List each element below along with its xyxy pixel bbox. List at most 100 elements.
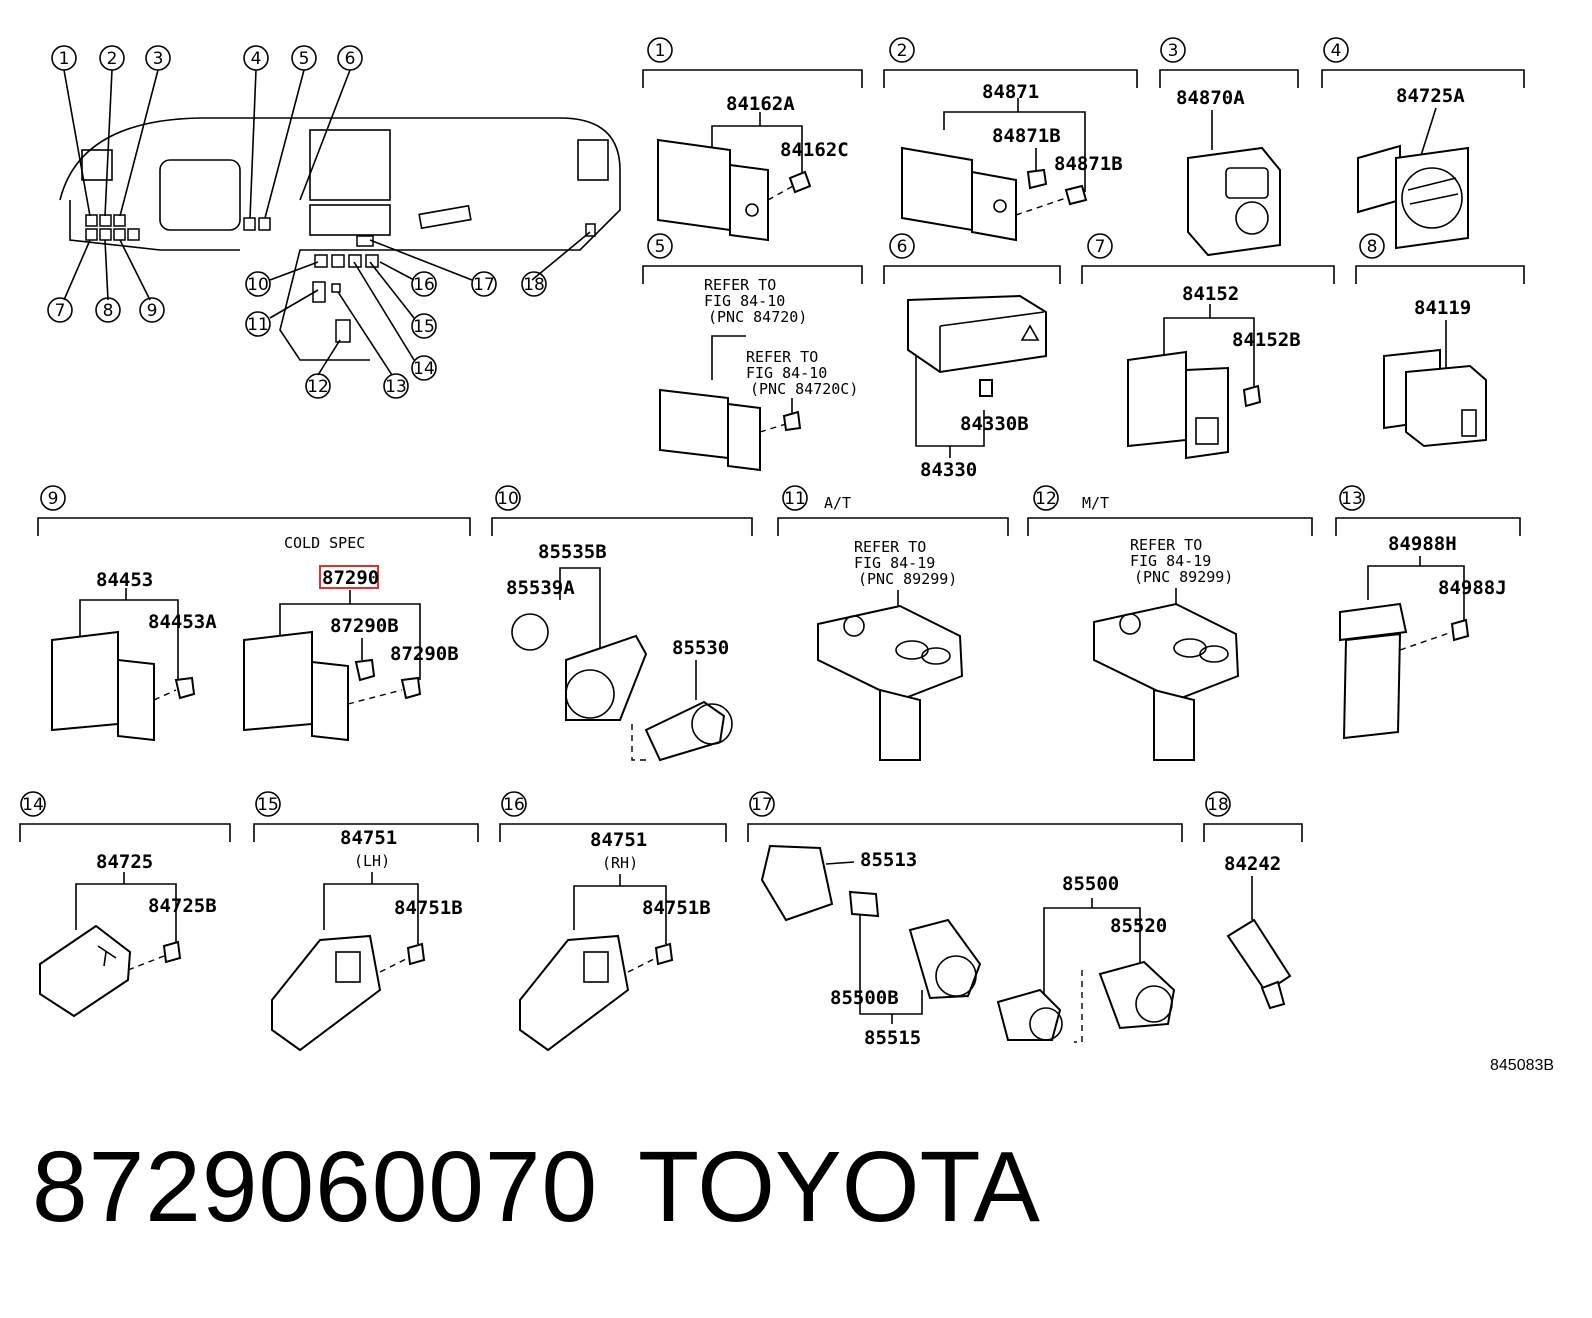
- overview-callout-circle-2: [99, 45, 125, 71]
- part-label-84988H: 84988H: [1388, 533, 1457, 555]
- part-label-85539A: 85539A: [506, 577, 575, 599]
- overview-callout-4: 4: [251, 49, 262, 69]
- overview-callout-circle-11: [245, 311, 271, 337]
- note-5-refer-b: REFER TO: [746, 348, 818, 366]
- section-1-number: 1: [655, 41, 666, 61]
- section-5-number: 5: [655, 237, 666, 257]
- section-3-number: 3: [1168, 41, 1179, 61]
- section-17: 85513 85500B 85515 85500 85520: [760, 844, 1176, 1049]
- overview-callout-circle-13: [383, 373, 409, 399]
- section-13-number: 13: [1341, 489, 1363, 509]
- part-label-84330B: 84330B: [960, 413, 1029, 435]
- highlight-box-87290: [319, 565, 379, 589]
- part-label-85520: 85520: [1110, 915, 1167, 937]
- section-16: 84751 (RH) 84751B: [519, 829, 711, 1052]
- note-12-pnc: (PNC 89299): [1134, 568, 1233, 586]
- part-label-87290B-b: 87290B: [390, 643, 459, 665]
- part-label-84162C: 84162C: [780, 139, 849, 161]
- part-label-84751B-lh: 84751B: [394, 897, 463, 919]
- overview-callout-circle-6: [337, 45, 363, 71]
- overview-callout-circle-15: [411, 313, 437, 339]
- overview-callout-8: 8: [103, 301, 114, 321]
- overview-callout-circle-3: [145, 45, 171, 71]
- overview-callout-18: 18: [523, 275, 545, 295]
- overview-callout-5: 5: [299, 49, 310, 69]
- side-label-lh: (LH): [354, 852, 390, 870]
- section-4-number: 4: [1331, 41, 1342, 61]
- section-11-number: 11: [784, 489, 806, 509]
- part-label-84751-rh: 84751: [590, 829, 647, 851]
- part-label-85535B: 85535B: [538, 541, 607, 563]
- section-18: 84242: [1224, 853, 1292, 1010]
- note-12-fig: FIG 84-19: [1130, 552, 1211, 570]
- note-11-fig: FIG 84-19: [854, 554, 935, 572]
- overview-callout-10: 10: [247, 275, 269, 295]
- section-frames: [19, 69, 1525, 842]
- note-5-refer-a: REFER TO: [704, 276, 776, 294]
- part-label-84988J: 84988J: [1438, 577, 1507, 599]
- part-label-84871: 84871: [982, 81, 1039, 103]
- section-2-number: 2: [897, 41, 908, 61]
- overview-callout-circle-1: [51, 45, 77, 71]
- section-15: 84751 (LH) 84751B: [271, 827, 463, 1052]
- section-8-number: 8: [1367, 237, 1378, 257]
- overview-callout-3: 3: [153, 49, 164, 69]
- part-label-84751-lh: 84751: [340, 827, 397, 849]
- section-15-number: 15: [257, 795, 279, 815]
- overview-callout-6: 6: [345, 49, 356, 69]
- note-5-fig-b: FIG 84-10: [746, 364, 827, 382]
- note-12-refer: REFER TO: [1130, 536, 1202, 554]
- section-16-number: 16: [503, 795, 525, 815]
- overview-callout-2: 2: [107, 49, 118, 69]
- section-6: 84330B 84330: [907, 294, 1047, 481]
- brand-title: TOYOTA: [638, 1131, 1040, 1243]
- part-label-85530: 85530: [672, 637, 729, 659]
- note-5-fig-a: FIG 84-10: [704, 292, 785, 310]
- part-label-85515: 85515: [864, 1027, 921, 1049]
- overview-callout-circle-8: [95, 297, 121, 323]
- note-5-pnc-a: (PNC 84720): [708, 308, 807, 326]
- side-label-rh: (RH): [602, 854, 638, 872]
- overview-callout-circle-9: [139, 297, 165, 323]
- section-12: M/T REFER TO FIG 84-19 (PNC 89299): [1082, 494, 1240, 761]
- overview-callout-circle-16: [411, 271, 437, 297]
- overview-callout-circle-14: [411, 355, 437, 381]
- part-label-85500B: 85500B: [830, 987, 899, 1009]
- part-label-85500: 85500: [1062, 873, 1119, 895]
- part-label-87290: 87290: [322, 567, 379, 589]
- variant-11: A/T: [824, 494, 851, 512]
- section-18-number: 18: [1207, 795, 1229, 815]
- section-12-number: 12: [1035, 489, 1057, 509]
- part-label-84871B-a: 84871B: [992, 125, 1061, 147]
- section-7-number: 7: [1095, 237, 1106, 257]
- figure-id: 845083B: [1490, 1057, 1554, 1074]
- section-4: 84725A: [1357, 85, 1469, 250]
- overview-callout-circle-7: [47, 297, 73, 323]
- section-14: 84725 84725B: [39, 851, 217, 1018]
- overview-callout-circle-12: [305, 373, 331, 399]
- part-label-84152B: 84152B: [1232, 329, 1301, 351]
- section-11: A/T REFER TO FIG 84-19 (PNC 89299): [817, 494, 964, 761]
- note-5-pnc-b: (PNC 84720C): [750, 380, 858, 398]
- section-9: COLD SPEC 84453 84453A 87290 87290B 8729…: [51, 534, 459, 742]
- overview-callout-circle-5: [291, 45, 317, 71]
- section-9-number: 9: [48, 489, 59, 509]
- part-label-84119: 84119: [1414, 297, 1471, 319]
- section-6-number: 6: [897, 237, 908, 257]
- section-14-number: 14: [22, 795, 44, 815]
- overview-callout-14: 14: [413, 359, 435, 379]
- section-1: 84162A 84162C: [657, 93, 849, 242]
- section-5: REFER TO FIG 84-10 (PNC 84720) REFER TO …: [659, 276, 858, 472]
- part-label-84725: 84725: [96, 851, 153, 873]
- section-17-number: 17: [751, 795, 773, 815]
- part-label-84242: 84242: [1224, 853, 1281, 875]
- part-label-84871B-b: 84871B: [1054, 153, 1123, 175]
- section-10: 85535B 85539A 85530: [506, 541, 733, 762]
- part-number-title: 8729060070: [32, 1131, 599, 1243]
- part-label-84453: 84453: [96, 569, 153, 591]
- section-7: 84152 84152B: [1127, 283, 1301, 460]
- part-label-84870A: 84870A: [1176, 87, 1245, 109]
- section-8: 84119: [1383, 297, 1487, 448]
- part-label-87290B-a: 87290B: [330, 615, 399, 637]
- variant-12: M/T: [1082, 494, 1109, 512]
